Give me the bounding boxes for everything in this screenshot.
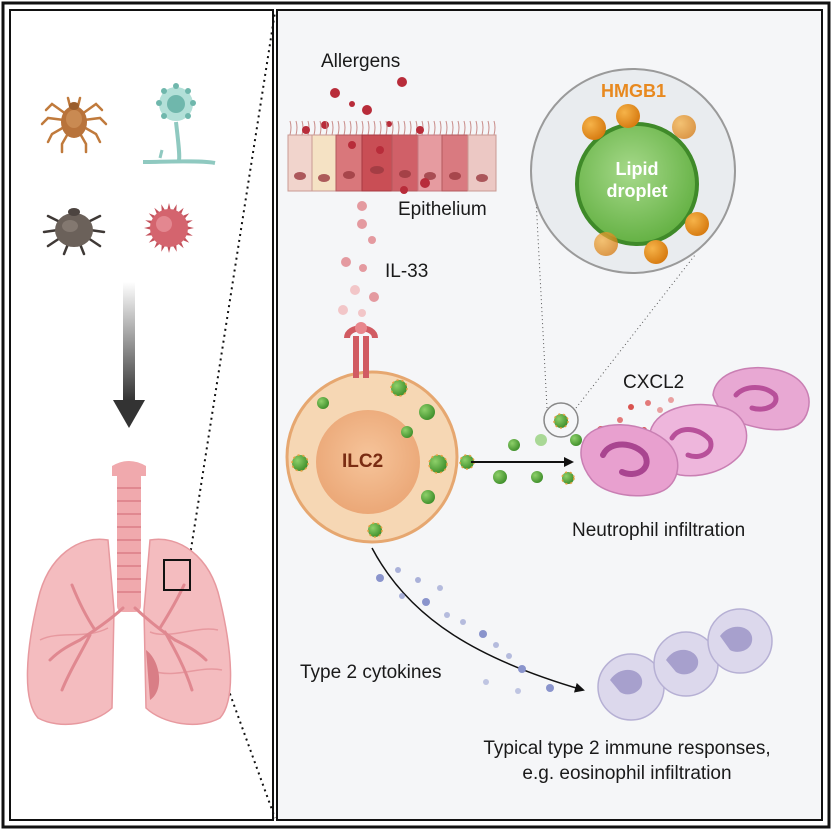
hmgb1-label: HMGB1 xyxy=(601,81,667,101)
zoom-square xyxy=(163,559,191,591)
tick-icon xyxy=(40,96,108,154)
zoom-line-bottom xyxy=(192,591,276,819)
allergen-particles xyxy=(321,77,407,129)
type2-response-line2: e.g. eosinophil infiltration xyxy=(522,763,732,784)
eosinophil-2 xyxy=(653,631,719,697)
epithelium xyxy=(287,120,497,194)
lungs-icon xyxy=(26,461,232,726)
type2-cytokines-label: Type 2 cytokines xyxy=(300,662,442,683)
down-arrow xyxy=(113,282,145,428)
neutrophil-infiltration-label: Neutrophil infiltration xyxy=(572,520,746,541)
type2-cytokine-particles xyxy=(376,567,554,694)
lipid-droplets-in-cell xyxy=(291,379,448,538)
il33-label: IL-33 xyxy=(385,261,429,282)
cxcl2-label: CXCL2 xyxy=(623,372,685,393)
zoom-line-top xyxy=(188,11,276,563)
il33-particles xyxy=(338,201,379,317)
secreted-droplets xyxy=(459,434,582,485)
epithelium-label: Epithelium xyxy=(398,199,487,220)
lipid-droplet-zoom xyxy=(530,68,736,274)
lipid-label-line1: Lipid xyxy=(615,159,659,179)
ilc2-cell xyxy=(285,322,459,544)
allergens-label: Allergens xyxy=(321,51,401,72)
dust-mite-icon xyxy=(42,208,106,256)
lipid-label-line2: droplet xyxy=(606,181,668,201)
neutrophil-3 xyxy=(580,424,679,497)
ilc2-to-eosinophil-arrow xyxy=(371,547,585,693)
eosinophil-3 xyxy=(707,608,773,674)
eosinophil-1 xyxy=(597,653,665,721)
ilc2-label: ILC2 xyxy=(342,451,384,472)
zoom-circle xyxy=(543,402,579,438)
type2-response-line1: Typical type 2 immune responses, xyxy=(483,738,771,759)
fungus-icon xyxy=(142,83,216,165)
pollen-icon xyxy=(144,203,194,253)
